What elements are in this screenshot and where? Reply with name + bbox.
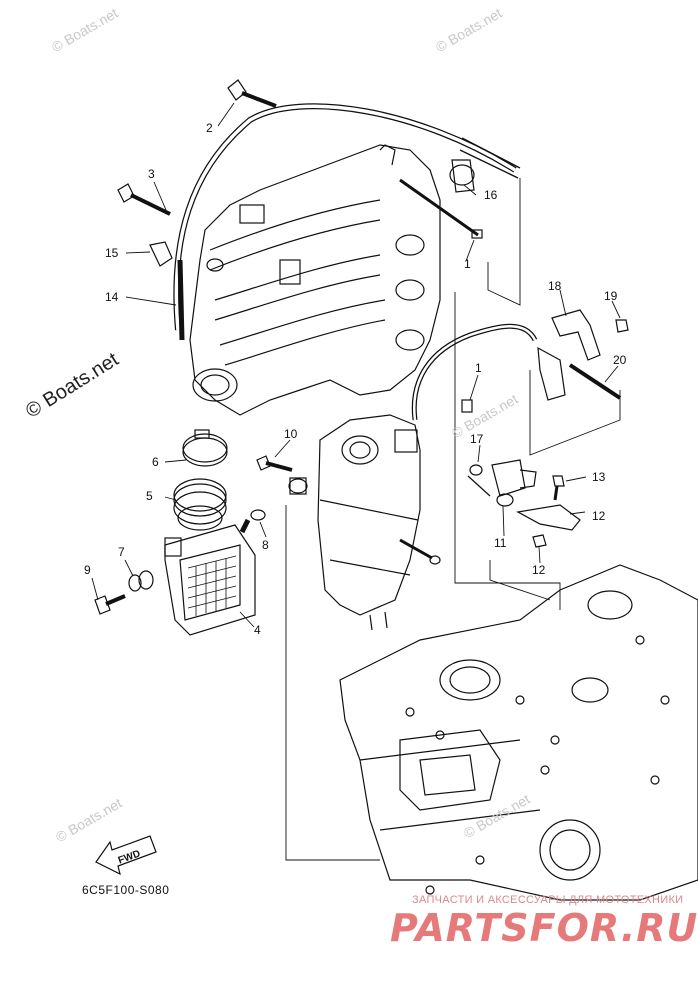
throttle-bolt	[399, 538, 441, 565]
site-logo[interactable]: PARTSFOR.RU	[390, 906, 698, 950]
collar-8	[239, 509, 266, 534]
callout-7: 7	[118, 545, 125, 559]
callout-5: 5	[146, 489, 153, 503]
callout-4: 4	[254, 623, 261, 637]
callout-1b: 1	[475, 361, 482, 375]
grommet-10	[288, 477, 308, 495]
clamp-18	[467, 464, 491, 497]
callout-19: 18	[548, 279, 562, 293]
callout-3: 3	[148, 167, 155, 181]
callout-20: 19	[604, 289, 618, 303]
drawing-code: 6C5F100-S080	[82, 883, 170, 897]
rod-1-lower	[461, 399, 473, 413]
throttle-inlet	[192, 368, 238, 402]
clamp-17	[449, 159, 475, 193]
callout-11: 11	[494, 536, 507, 550]
clamp-6	[182, 429, 228, 467]
callout-17: 16	[484, 188, 498, 202]
intake-manifold	[189, 144, 441, 416]
hose-end-17	[459, 137, 521, 179]
callout-21: 20	[613, 353, 627, 367]
bracket-13	[516, 504, 581, 531]
callout-15: 14	[105, 290, 119, 304]
holder-19	[551, 309, 601, 361]
clamp-16	[149, 241, 173, 267]
assembly-outline	[285, 178, 621, 861]
grommet-7	[128, 570, 154, 592]
callout-2: 2	[206, 121, 213, 135]
throttle-body	[317, 414, 421, 631]
callout-18: 17	[470, 432, 484, 446]
callout-14: 13	[592, 470, 606, 484]
callout-8: 8	[262, 538, 269, 552]
callout-9: 9	[84, 563, 91, 577]
callout-6: 6	[152, 455, 159, 469]
joint-5	[173, 478, 227, 531]
hose-15	[177, 259, 185, 341]
site-tagline: ЗАПЧАСТИ И АКСЕССУАРЫ ДЛЯ МОТОТЕХНИКИ	[412, 894, 684, 906]
callout-10: 10	[284, 427, 298, 441]
callout-12: 12	[532, 563, 546, 577]
silencer-4	[164, 524, 256, 636]
nut-12	[532, 534, 547, 548]
bolt-14	[552, 475, 565, 501]
bolt-10	[256, 455, 293, 472]
callout-1a: 1	[464, 257, 471, 271]
solenoid-valve-11	[491, 459, 537, 507]
bolt-2	[227, 79, 277, 108]
engine-block	[339, 564, 698, 901]
hose-2	[173, 103, 517, 331]
bolt-3	[117, 183, 171, 216]
bolt-20	[615, 319, 629, 333]
fwd-arrow-icon	[95, 835, 157, 876]
bolt-9	[94, 594, 126, 615]
callout-13: 12	[592, 509, 606, 523]
rod-1-upper	[399, 178, 483, 239]
leader-lines	[91, 102, 621, 628]
hose-18	[411, 323, 566, 421]
callouts: 2 3 15 14 16 1 18 19 20 1 10 17 6 13 5 1…	[84, 121, 627, 637]
callout-16: 15	[105, 246, 119, 260]
silencer-grille	[187, 555, 237, 616]
band-21	[568, 363, 622, 400]
